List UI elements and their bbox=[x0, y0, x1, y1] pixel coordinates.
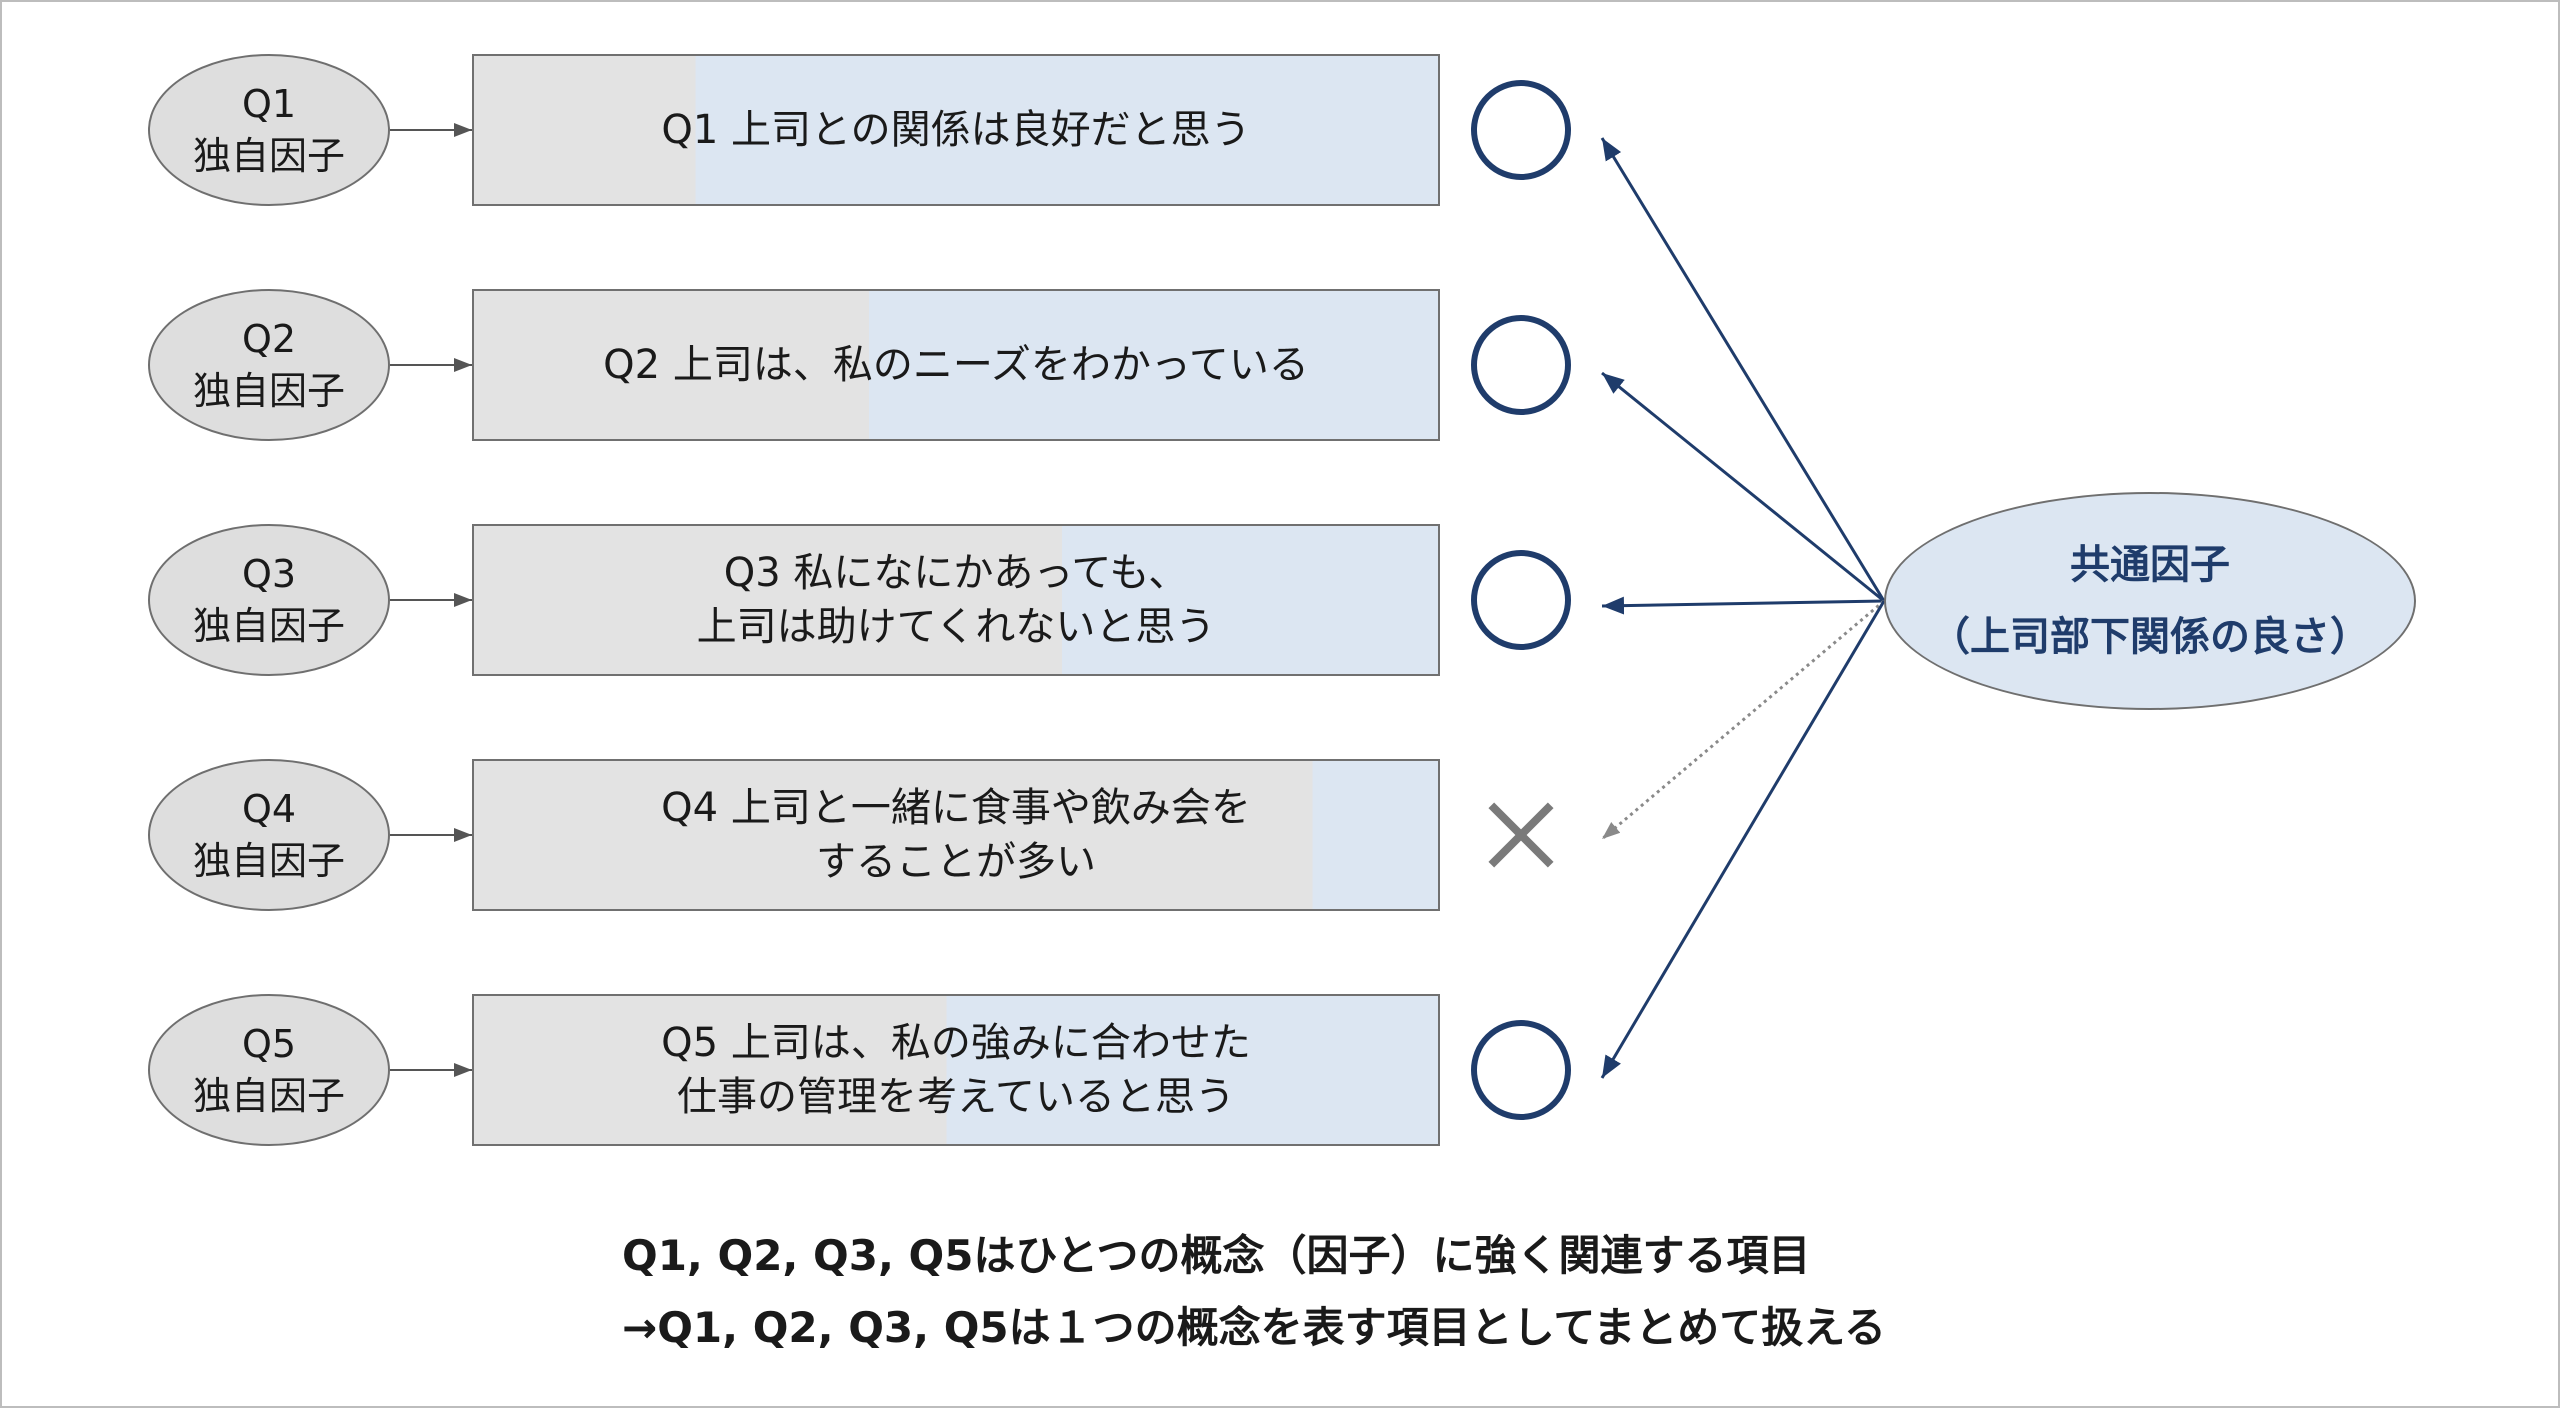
unique-factor-label: Q1 bbox=[241, 82, 297, 126]
circle-icon bbox=[1471, 80, 1571, 180]
item-text-line: Q3 私になにかあっても、 bbox=[723, 550, 1189, 596]
unique-factor-sublabel: 独自因子 bbox=[192, 604, 345, 648]
unique-factor-q2: Q2 独自因子 bbox=[148, 289, 390, 441]
weak-loading-arrow bbox=[1601, 599, 1885, 841]
item-text-line: Q1 上司との関係は良好だと思う bbox=[661, 107, 1251, 153]
unique-factor-q4: Q4 独自因子 bbox=[148, 759, 390, 911]
unique-factor-sublabel: 独自因子 bbox=[192, 369, 345, 413]
item-box-q5: Q5 上司は、私の強みに合わせた仕事の管理を考えていると思う bbox=[472, 994, 1440, 1146]
item-box-q3: Q3 私になにかあっても、上司は助けてくれないと思う bbox=[472, 524, 1440, 676]
loading-arrow bbox=[1601, 596, 1885, 615]
unique-factor-sublabel: 独自因子 bbox=[192, 1074, 345, 1118]
unique-factor-q5: Q5 独自因子 bbox=[148, 994, 390, 1146]
summary-line-2: →Q1, Q2, Q3, Q5は１つの概念を表す項目としてまとめて扱える bbox=[622, 1303, 1887, 1352]
unique-factor-q3: Q3 独自因子 bbox=[148, 524, 390, 676]
item-text-line: Q2 上司は、私のニーズをわかっている bbox=[603, 342, 1309, 388]
loading-arrow bbox=[1600, 600, 1886, 1079]
unique-factor-label: Q2 bbox=[241, 317, 297, 361]
loading-arrow bbox=[1601, 371, 1885, 603]
circle-icon bbox=[1471, 1020, 1571, 1120]
common-factor-label: 共通因子 bbox=[2070, 542, 2230, 588]
circle-icon bbox=[1471, 315, 1571, 415]
item-box-q4: Q4 上司と一緒に食事や飲み会をすることが多い bbox=[472, 759, 1440, 911]
unique-factor-sublabel: 独自因子 bbox=[192, 134, 345, 178]
common-factor-sublabel: （上司部下関係の良さ） bbox=[1930, 614, 2370, 660]
cross-icon bbox=[1471, 785, 1571, 885]
item-text-line: 上司は助けてくれないと思う bbox=[696, 604, 1216, 650]
unique-factor-label: Q4 bbox=[241, 787, 297, 831]
summary-text: Q1, Q2, Q3, Q5はひとつの概念（因子）に強く関連する項目 →Q1, … bbox=[622, 1220, 2322, 1364]
item-box-q2: Q2 上司は、私のニーズをわかっている bbox=[472, 289, 1440, 441]
item-text-line: Q4 上司と一緒に食事や飲み会を bbox=[661, 785, 1251, 831]
unique-factor-sublabel: 独自因子 bbox=[192, 839, 345, 883]
circle-icon bbox=[1471, 550, 1571, 650]
loading-arrow bbox=[1600, 137, 1886, 602]
unique-factor-q1: Q1 独自因子 bbox=[148, 54, 390, 206]
item-text-line: Q5 上司は、私の強みに合わせた bbox=[661, 1020, 1251, 1066]
unique-factor-label: Q3 bbox=[241, 552, 297, 596]
item-text-line: 仕事の管理を考えていると思う bbox=[677, 1074, 1235, 1120]
unique-factor-label: Q5 bbox=[241, 1022, 297, 1066]
item-text-line: することが多い bbox=[816, 839, 1096, 885]
summary-line-1: Q1, Q2, Q3, Q5はひとつの概念（因子）に強く関連する項目 bbox=[622, 1231, 1811, 1280]
item-box-q1: Q1 上司との関係は良好だと思う bbox=[472, 54, 1440, 206]
common-factor-ellipse: 共通因子 （上司部下関係の良さ） bbox=[1884, 492, 2416, 710]
